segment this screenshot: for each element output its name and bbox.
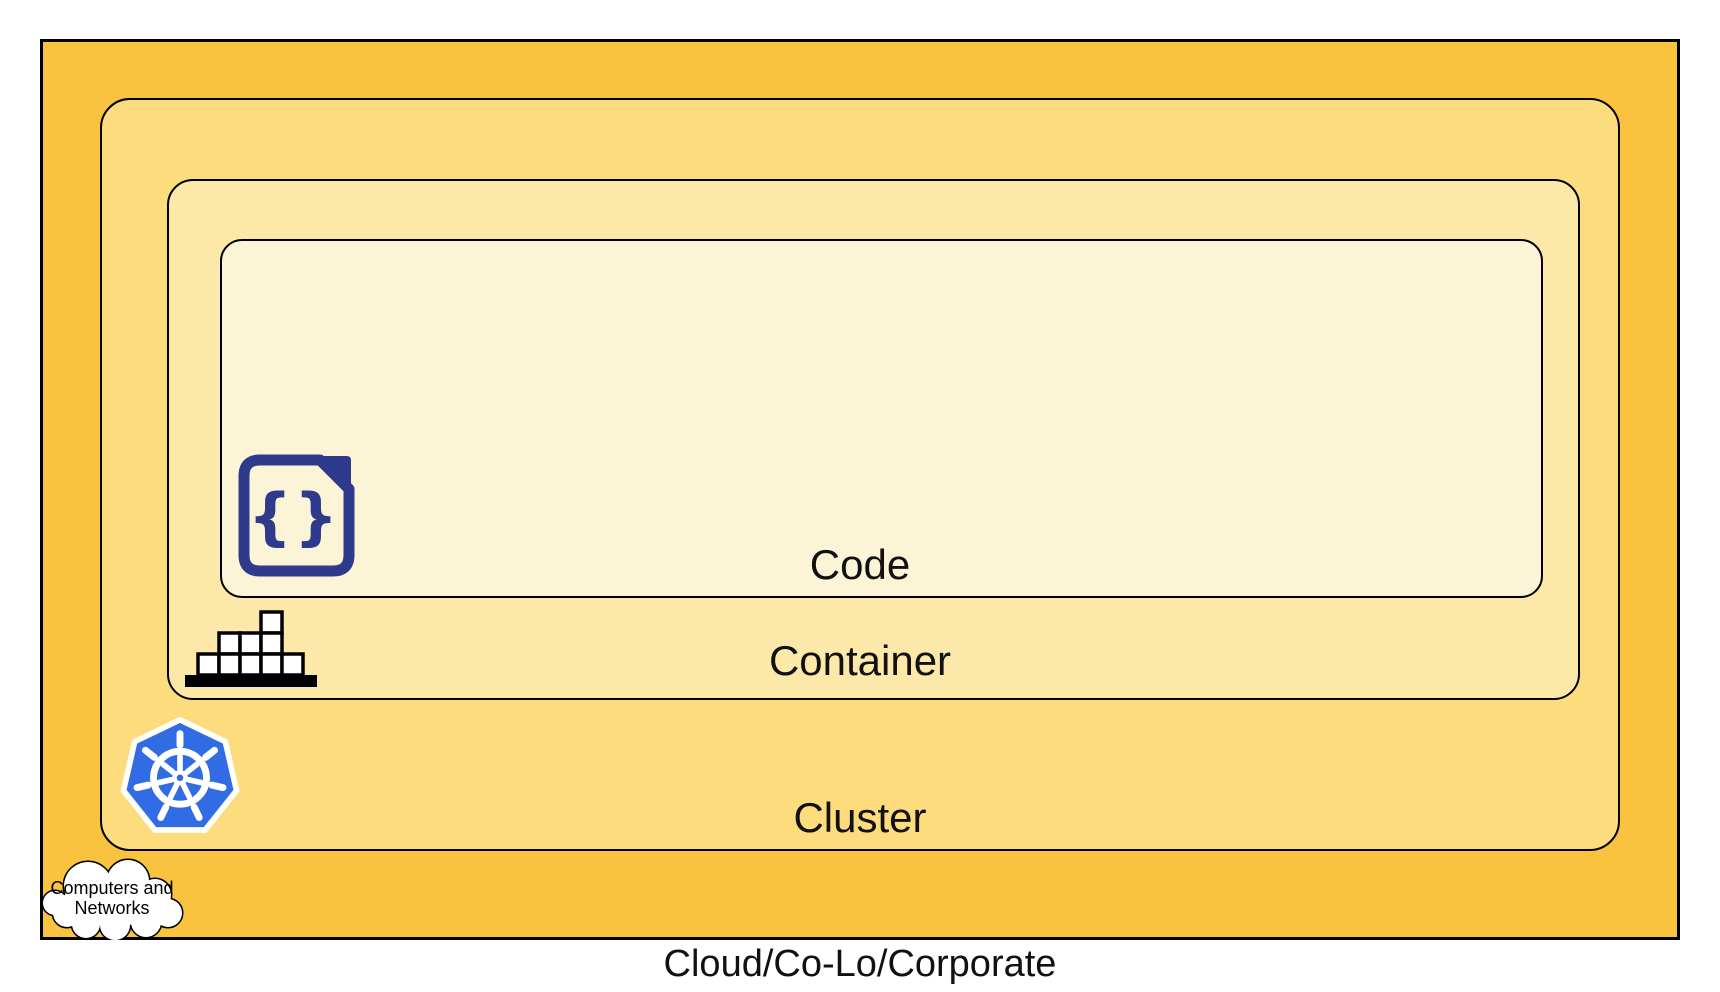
cluster-label: Cluster (793, 794, 927, 841)
code-braces-glyph: {} (248, 480, 340, 553)
code-label: Code (809, 541, 911, 588)
datacenter-label-line1: Cloud/Co-Lo/Corporate (663, 943, 1057, 985)
layer-code (220, 239, 1543, 598)
cloud-callout-line2: Networks (74, 898, 149, 918)
container-label: Container (768, 637, 952, 684)
cloud-icon: Computers and Networks (42, 858, 184, 940)
code-file-icon: {} (238, 454, 355, 577)
stacked-blocks-icon (185, 610, 317, 687)
datacenter-label: Cloud/Co-Lo/Corporate Datacenter (0, 864, 1720, 992)
kubernetes-helm-icon (120, 716, 240, 833)
cloud-callout-line1: Computers and (50, 878, 173, 898)
